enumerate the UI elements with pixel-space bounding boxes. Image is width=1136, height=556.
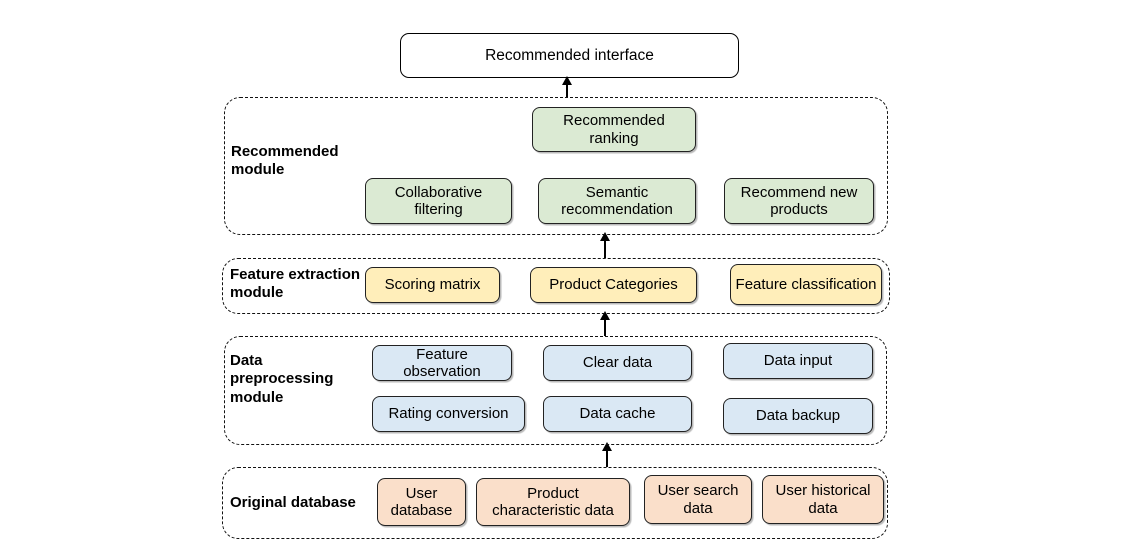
arrow-recommended-module-to-interface [566, 84, 568, 97]
node-recommended-interface: Recommended interface [400, 33, 739, 78]
node-feature-classification: Feature classification [730, 264, 882, 305]
node-rating-conversion: Rating conversion [372, 396, 525, 432]
node-collaborative-filtering: Collaborative filtering [365, 178, 512, 224]
node-scoring-matrix: Scoring matrix [365, 267, 500, 303]
recommended-module-container [224, 97, 888, 235]
node-user-historical-data: User historical data [762, 475, 884, 524]
node-data-cache: Data cache [543, 396, 692, 432]
arrow-feature-extraction-to-recommended-module [604, 240, 606, 258]
recommended-module-label: Recommended module [231, 143, 339, 179]
data-preprocessing-module-label: Data preprocessing module [230, 352, 334, 406]
node-recommended-ranking: Recommended ranking [532, 107, 696, 152]
feature-extraction-module-container [222, 258, 890, 314]
node-user-database: User database [377, 478, 466, 526]
node-semantic-recommendation: Semantic recommendation [538, 178, 696, 224]
node-product-categories: Product Categories [530, 267, 697, 303]
node-recommend-new-products: Recommend new products [724, 178, 874, 224]
data-preprocessing-module-container [224, 336, 887, 445]
node-clear-data: Clear data [543, 345, 692, 381]
arrow-data-preprocessing-to-feature-extraction [604, 319, 606, 336]
node-data-backup: Data backup [723, 398, 873, 434]
original-database-label: Original database [230, 494, 356, 511]
node-user-search-data: User search data [644, 475, 752, 524]
original-database-container [222, 467, 888, 539]
node-data-input: Data input [723, 343, 873, 379]
node-product-characteristic-data: Product characteristic data [476, 478, 630, 526]
feature-extraction-module-label: Feature extraction module [230, 266, 361, 302]
arrow-original-database-to-data-preprocessing [606, 450, 608, 467]
node-feature-observation: Feature observation [372, 345, 512, 381]
